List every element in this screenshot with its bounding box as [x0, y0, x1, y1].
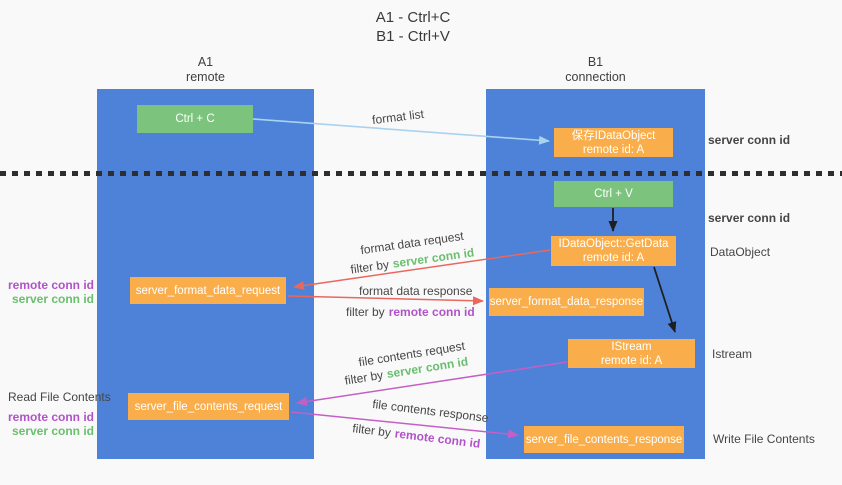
node-istream-line2: remote id: A — [600, 354, 663, 367]
label-server-conn-id-mid-right: server conn id — [708, 211, 791, 225]
node-server-format-data-response: server_format_data_response — [489, 288, 644, 316]
column-a1-role: remote — [186, 70, 225, 84]
node-istream-line1: IStream — [611, 340, 652, 353]
label-format-data-response: format data response — [359, 284, 473, 298]
node-ctrl-v: Ctrl + V — [554, 181, 673, 207]
node-save-idataobject: 保存IDataObject remote id: A — [554, 128, 673, 157]
label-server-conn-id-top-right: server conn id — [708, 133, 791, 147]
label-dataobject: DataObject — [710, 245, 771, 259]
node-ctrl-v-label: Ctrl + V — [594, 188, 633, 200]
label-istream: Istream — [712, 347, 753, 361]
column-header-b1: B1 connection — [486, 55, 705, 85]
title-line-2: B1 - Ctrl+V — [376, 28, 450, 45]
arrow-file-contents-response — [290, 411, 519, 439]
filter-by-text: filter by — [346, 305, 385, 319]
node-ctrl-c-label: Ctrl + C — [175, 113, 215, 125]
column-a1-name: A1 — [197, 55, 214, 69]
node-save-idataobject-line2: remote id: A — [582, 143, 645, 156]
node-server-file-contents-request: server_file_contents_request — [128, 393, 289, 420]
node-server-file-contents-response: server_file_contents_response — [524, 426, 684, 453]
label-filter-by-remote-conn-id-1: filter by remote conn id — [346, 305, 475, 319]
column-header-a1: A1 remote — [97, 55, 314, 85]
arrow-format-data-request — [293, 249, 551, 291]
arrow-format-data-response — [287, 295, 484, 306]
node-getdata-line1: IDataObject::GetData — [558, 238, 669, 250]
column-b1-name: B1 — [587, 55, 604, 69]
arrow-format-list — [252, 118, 550, 145]
node-format-response-label: server_format_data_response — [489, 296, 644, 308]
label-conn-ids-left-2: remote conn id server conn id — [0, 410, 94, 438]
remote-conn-id-text: remote conn id — [7, 278, 94, 292]
title-line-1: A1 - Ctrl+C — [375, 9, 451, 26]
arrow-getdata-to-istream — [653, 266, 677, 333]
node-idataobject-getdata: IDataObject::GetData remote id: A — [551, 236, 676, 266]
column-b1-role: connection — [565, 70, 626, 84]
remote-conn-id-text: remote conn id — [388, 305, 475, 319]
node-file-response-label: server_file_contents_response — [525, 433, 683, 446]
server-conn-id-text: server conn id — [11, 292, 94, 306]
machine-boundary-divider — [0, 171, 842, 176]
node-server-format-data-request: server_format_data_request — [130, 277, 286, 304]
node-file-request-label: server_file_contents_request — [134, 400, 283, 413]
node-format-request-label: server_format_data_request — [135, 284, 281, 297]
node-save-idataobject-line1: 保存IDataObject — [571, 129, 656, 142]
server-conn-id-text: server conn id — [11, 424, 94, 438]
label-write-file-contents: Write File Contents — [713, 432, 815, 446]
node-getdata-line2: remote id: A — [582, 252, 645, 264]
label-read-file-contents: Read File Contents — [8, 390, 111, 404]
remote-conn-id-text: remote conn id — [7, 410, 94, 424]
node-istream: IStream remote id: A — [568, 339, 695, 368]
diagram-title: A1 - Ctrl+C B1 - Ctrl+V — [0, 8, 826, 46]
arrow-file-contents-request — [296, 361, 568, 406]
label-conn-ids-left-1: remote conn id server conn id — [0, 278, 94, 306]
node-ctrl-c: Ctrl + C — [137, 105, 253, 133]
